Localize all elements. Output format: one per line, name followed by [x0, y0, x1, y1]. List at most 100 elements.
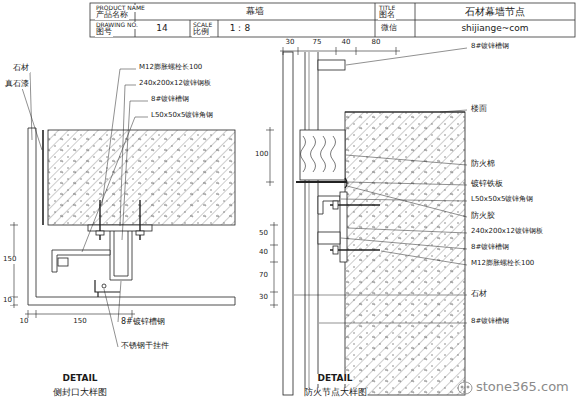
drawing-label: 真石漆: [4, 80, 30, 89]
watermark-icon: [458, 382, 472, 394]
drawing-path: [110, 231, 132, 280]
drawing-label: 8#镀锌槽钢: [470, 43, 510, 51]
drawing-line: [283, 47, 284, 55]
drawing-label: 石材: [12, 64, 30, 73]
drawing-rect: [48, 130, 235, 225]
side-seal-detail: [10, 69, 235, 347]
drawing-line: [10, 225, 18, 226]
drawing-line: [22, 88, 42, 150]
drawing-line: [375, 3, 376, 37]
drawing-rect: [90, 3, 575, 37]
drawing-circle: [102, 284, 106, 288]
drawing-label: 80: [371, 39, 382, 47]
drawing-rect: [345, 112, 465, 395]
drawing-label: 70: [258, 272, 269, 280]
drawing-rect: [318, 232, 340, 244]
drawing-rect: [300, 130, 345, 180]
drawing-line: [270, 127, 271, 186]
drawing-label: 150: [72, 318, 87, 326]
watermark-text: stone365.com: [475, 380, 570, 394]
drawing-label: 8#镀锌槽钢: [150, 96, 190, 104]
drawing-line: [294, 295, 467, 296]
drawing-line: [319, 323, 467, 324]
drawing-line: [218, 20, 219, 37]
drawing-label: 8#镀锌槽钢: [470, 318, 510, 326]
drawing-line: [270, 305, 278, 306]
drawing-path: [301, 136, 336, 172]
drawing-line: [270, 245, 278, 246]
drawing-rect: [283, 52, 293, 395]
drawing-line: [305, 52, 306, 395]
drawing-label: M12膨胀螺栓长100: [138, 64, 203, 72]
drawing-rect: [340, 192, 347, 262]
drawing-label: 50: [258, 230, 269, 238]
drawing-path: [318, 196, 340, 214]
drawing-label: 8#镀锌槽钢: [470, 244, 510, 252]
drawing-line: [266, 130, 274, 131]
drawing-label: 不锈钢干挂件: [120, 342, 170, 351]
drawing-line: [104, 289, 118, 347]
drawing-label: L50x50x5镀锌角钢: [150, 112, 214, 120]
title-block-text: 石材幕墙节点: [464, 6, 526, 17]
title-block-text: 产品名称: [95, 11, 129, 20]
drawing-rect: [96, 231, 104, 235]
drawing-polyline: [82, 117, 148, 252]
title-block-text: 14: [155, 24, 168, 34]
drawing-line: [440, 110, 467, 112]
drawing-line: [341, 238, 467, 249]
drawing-line: [28, 310, 29, 318]
drawing-rect: [48, 130, 235, 225]
drawing-label: 150: [2, 256, 17, 264]
drawing-label: 30: [285, 39, 296, 47]
drawing-g: [10, 222, 135, 318]
drawing-line: [190, 20, 191, 37]
title-block-text: 幕墙: [245, 7, 265, 17]
drawing-label: 40: [258, 249, 269, 257]
drawing-circle: [461, 386, 463, 388]
drawing-polyline: [120, 85, 136, 226]
drawing-g: [22, 69, 148, 347]
drawing-line: [14, 222, 15, 308]
drawing-label: 100: [254, 151, 269, 159]
drawing-label: DETAIL: [316, 374, 353, 384]
drawing-line: [348, 228, 467, 233]
drawing-line: [381, 251, 467, 265]
drawing-rect: [333, 201, 338, 209]
drawing-label: 镀锌铁板: [470, 180, 504, 189]
drawing-line: [118, 281, 121, 322]
drawing-label: 石材: [470, 290, 488, 299]
drawing-path: [95, 280, 120, 297]
title-block-text: 比例: [192, 28, 210, 37]
drawing-line: [90, 20, 575, 21]
drawing-label: 防火棉: [470, 160, 496, 169]
title-block-text: 微信: [380, 24, 398, 33]
title-block-text: shijiange~com: [460, 24, 529, 34]
drawing-polyline: [102, 69, 136, 205]
drawing-line: [346, 48, 467, 65]
drawing-path: [52, 250, 110, 272]
drawing-line: [274, 222, 275, 308]
drawing-label: DETAIL: [61, 374, 98, 384]
drawing-label: 240x200x12镀锌钢板: [470, 228, 544, 236]
drawing-label: 8#镀锌槽钢: [120, 318, 166, 327]
drawing-line: [348, 182, 467, 185]
drawing-label: 40: [341, 39, 352, 47]
drawing-label: 30: [258, 294, 269, 302]
drawing-line: [415, 3, 416, 37]
drawing-label: 防火节点大样图: [303, 388, 368, 398]
drawing-line: [42, 130, 44, 225]
drawing-ellipse: [458, 382, 472, 394]
drawing-line: [270, 262, 278, 263]
drawing-line: [132, 310, 133, 318]
drawing-path: [28, 128, 235, 305]
drawing-label: M12膨胀螺栓长100: [470, 260, 535, 268]
drawing-label: L50x50x5镀锌角钢: [470, 196, 534, 204]
drawing-line: [336, 47, 337, 55]
drawing-rect: [318, 60, 345, 70]
title-block-text: 1：8: [229, 24, 251, 34]
drawing-line: [298, 47, 299, 55]
drawing-line: [30, 72, 32, 140]
drawing-line: [318, 52, 319, 395]
title-block-text: 图号: [95, 28, 113, 37]
